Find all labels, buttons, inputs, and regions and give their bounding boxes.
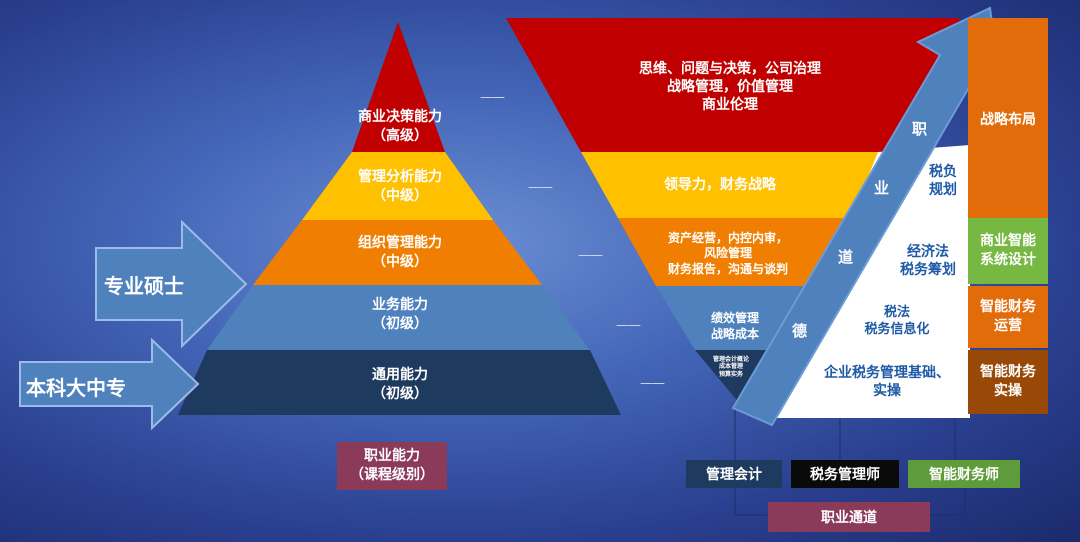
path-tax-manager: 税务管理师 — [791, 460, 899, 488]
tax-label-informatization: 税法 税务信息化 — [864, 305, 930, 337]
funnel-label-thinking: 思维、问题与决策，公司治理 战略管理，价值管理 商业伦理 — [639, 60, 821, 114]
tax-panel — [770, 145, 970, 418]
pyramid-label-business: 业务能力 （初级） — [372, 297, 428, 332]
tax-label-burden: 税负 规划 — [929, 163, 957, 198]
entry-arrow-master-label: 专业硕士 — [104, 274, 184, 298]
funnel-label-cost: 管理会计概论 成本管理 预算实务 — [712, 356, 749, 378]
right-box-strategy: 战略布局 — [980, 112, 1036, 128]
funnel-level-asset — [618, 218, 875, 286]
connector-dash-4: —— — [616, 318, 641, 333]
connector-dash-1: —— — [480, 90, 505, 105]
funnel-level-leadership — [581, 152, 900, 218]
connector-dash-3: —— — [578, 248, 603, 263]
entry-arrow-master — [95, 219, 248, 349]
pyramid-level-analysis — [302, 152, 493, 220]
right-column-background — [968, 18, 1048, 218]
entry-arrow-bachelor — [19, 337, 200, 431]
funnel-level-thinking — [506, 18, 960, 152]
pyramid-level-decision — [352, 22, 445, 152]
arrow-char-3: 道 — [838, 248, 854, 266]
pyramid-label-general: 通用能力 （初级） — [372, 367, 428, 402]
funnel-label-leadership: 领导力，财务战略 — [664, 176, 776, 193]
funnel-label-performance: 绩效管理 战略成本 — [710, 311, 759, 341]
arrow-char-4: 德 — [792, 322, 808, 340]
pyramid-label-decision: 商业决策能力 （高级） — [358, 109, 442, 144]
right-box-smart-practice: 智能财务 实操 — [968, 350, 1048, 414]
arrow-char-1: 职 — [912, 120, 928, 138]
path-management-accounting: 管理会计 — [686, 460, 782, 488]
funnel-label-asset: 资产经营，内控内审， 风险管理 财务报告，沟通与谈判 — [667, 230, 788, 276]
path-smart-finance: 智能财务师 — [908, 460, 1020, 488]
entry-arrow-bachelor-label: 本科大中专 — [26, 376, 126, 400]
pyramid-label-analysis: 管理分析能力 （中级） — [358, 169, 442, 204]
pyramid-level-organization — [253, 220, 542, 285]
pyramid-label-organization: 组织管理能力 （中级） — [358, 235, 442, 270]
tax-label-law: 经济法 税务筹划 — [900, 243, 956, 278]
right-box-bi-design: 商业智能 系统设计 — [968, 218, 1048, 284]
connector-dash-2: —— — [528, 180, 553, 195]
arrow-char-2: 业 — [874, 179, 890, 197]
pyramid-level-general — [178, 350, 621, 415]
career-connector-lines — [734, 410, 966, 516]
connector-dash-5: —— — [640, 376, 665, 391]
vocational-ability-box: 职业能力 （课程级别） — [337, 442, 447, 490]
tax-label-fundamentals: 企业税务管理基础、 实操 — [824, 364, 950, 399]
pyramid-level-business — [207, 285, 590, 350]
right-box-smart-ops: 智能财务 运营 — [968, 286, 1048, 348]
career-path-box: 职业通道 — [768, 502, 930, 532]
